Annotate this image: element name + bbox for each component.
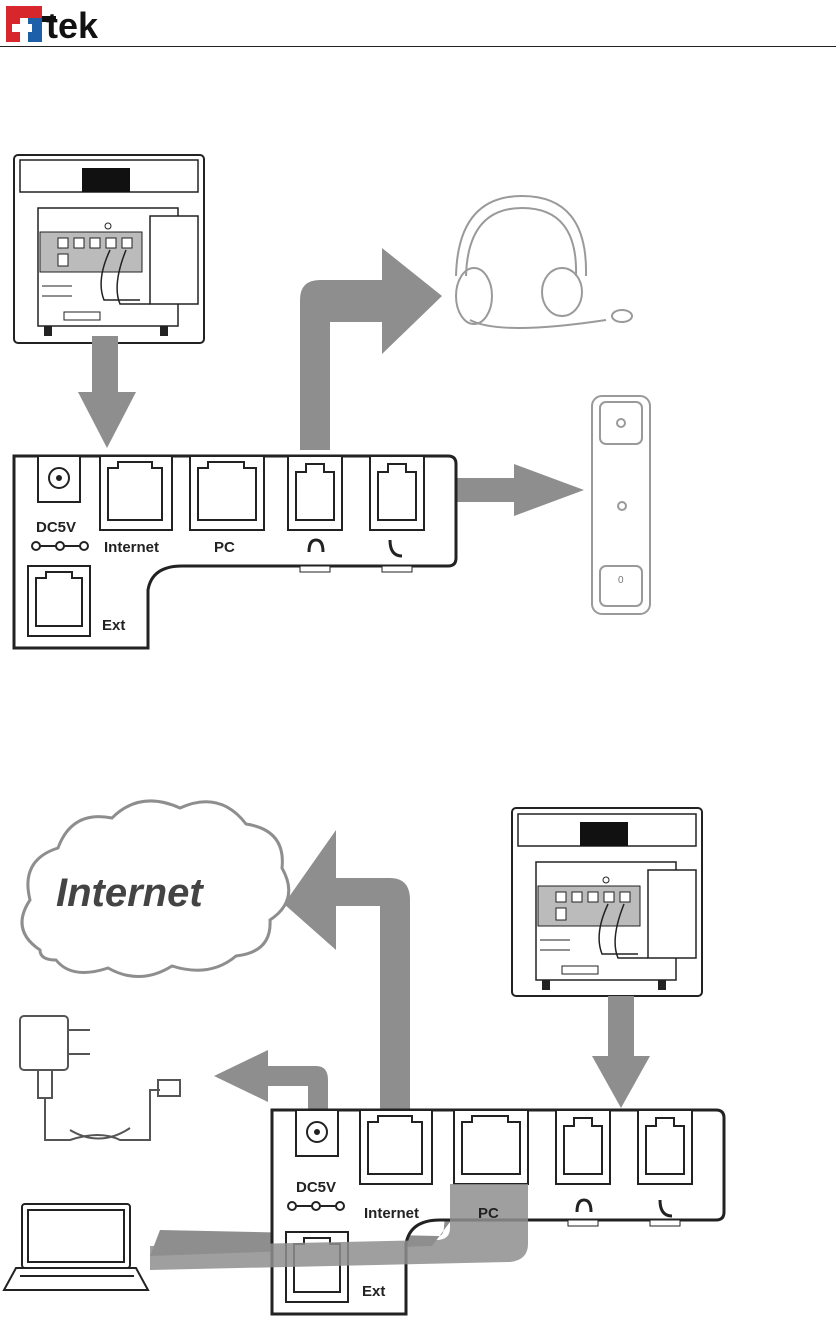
port-label-internet-2: Internet	[364, 1205, 419, 1222]
laptop-illustration	[4, 1204, 148, 1290]
port-label-dc-2: DC5V	[296, 1179, 336, 1196]
power-adapter-illustration	[20, 1016, 180, 1140]
port-label-internet: Internet	[104, 539, 159, 556]
port-label-ext-2: Ext	[362, 1283, 385, 1300]
port-label-ext: Ext	[102, 617, 125, 634]
port-label-pc: PC	[214, 539, 235, 556]
cloud-label: Internet	[56, 871, 204, 915]
phone-back-view-1	[14, 155, 204, 343]
port-label-dc: DC5V	[36, 519, 76, 536]
port-panel-1	[14, 456, 456, 648]
port-label-pc-2: PC	[478, 1205, 499, 1222]
handset-digit: 0	[618, 575, 624, 586]
headset-illustration	[456, 196, 632, 328]
phone-back-view-2	[512, 808, 702, 996]
